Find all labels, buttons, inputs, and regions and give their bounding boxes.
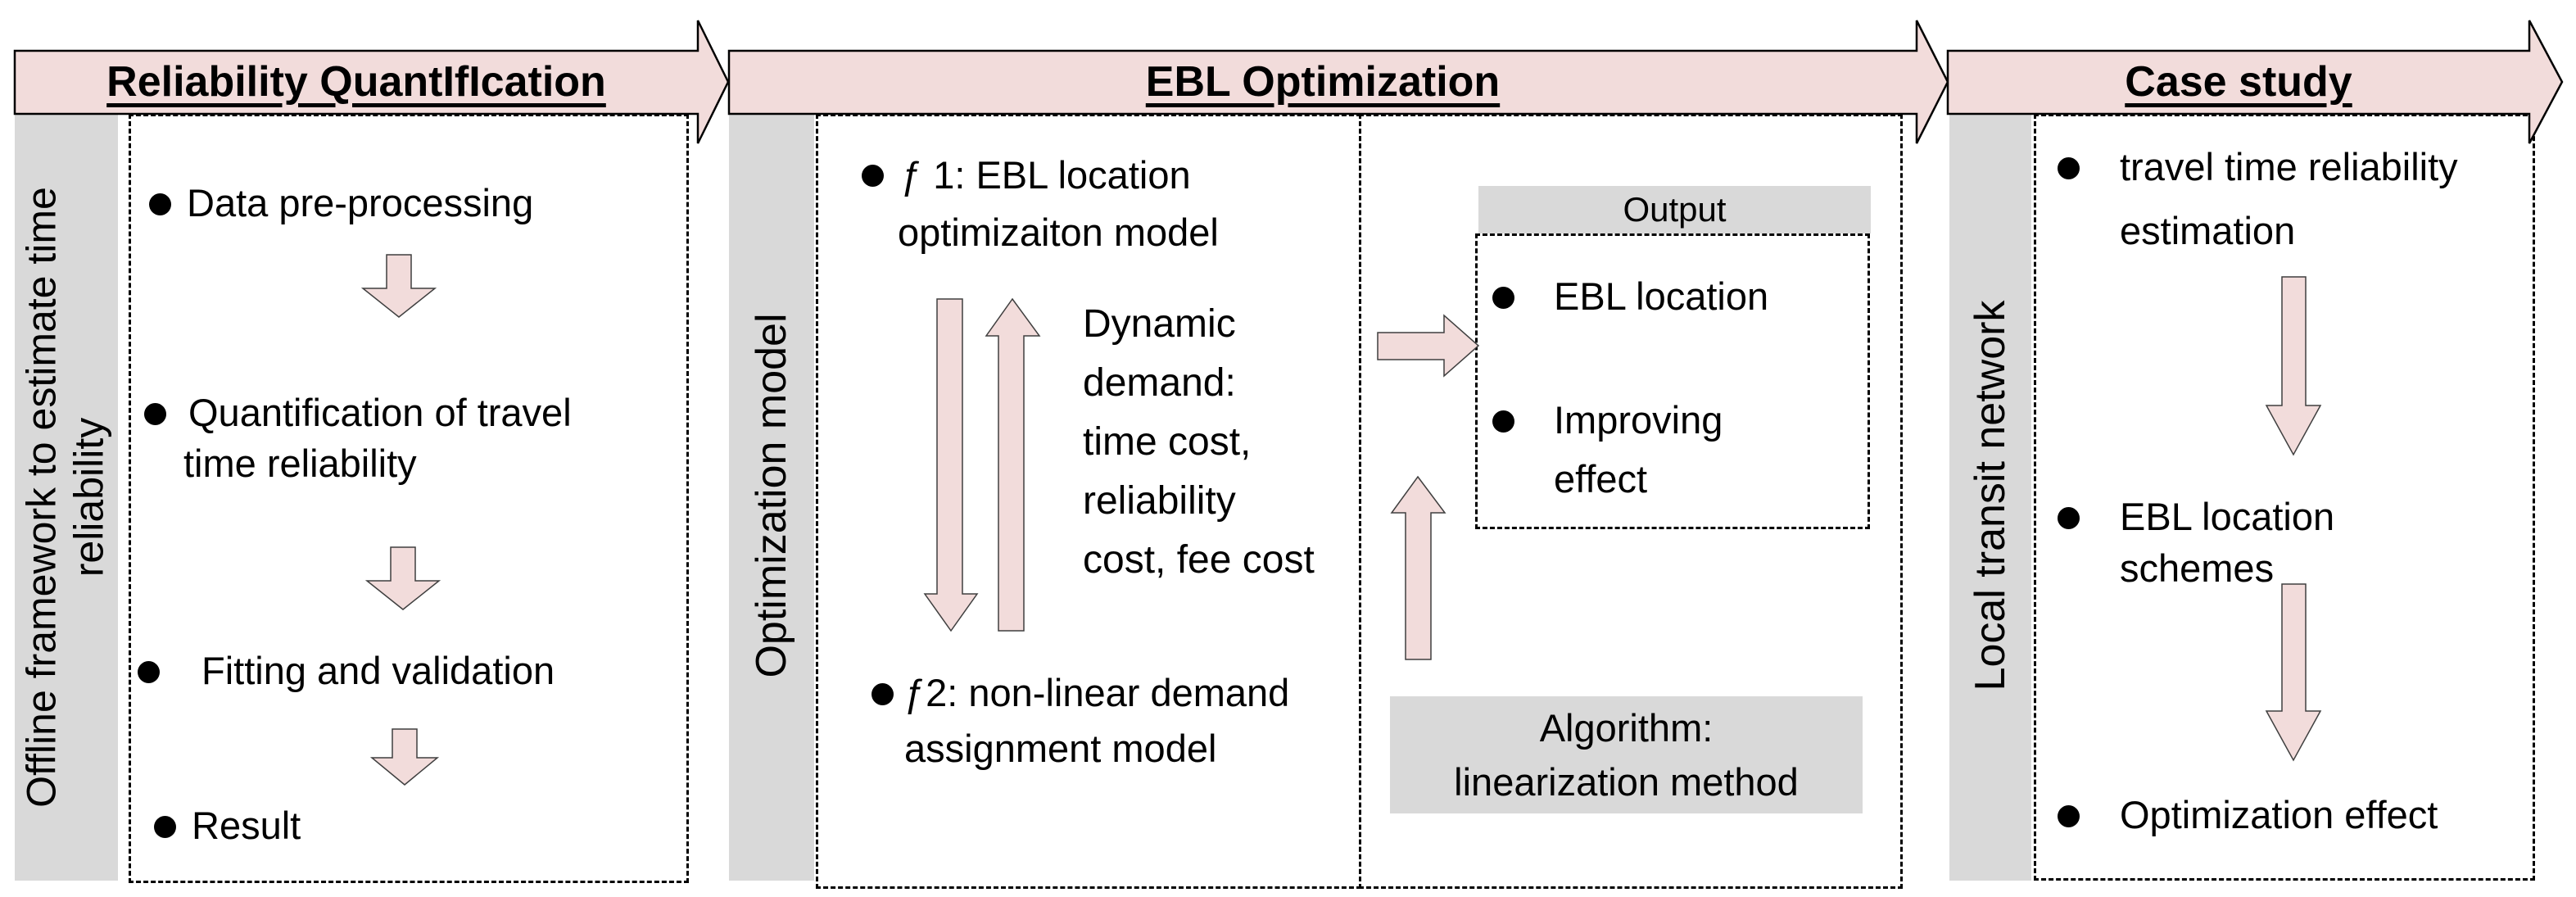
output-header-strip: Output xyxy=(1478,186,1871,233)
reliability-box xyxy=(129,114,689,883)
list-item: EBL location xyxy=(1554,274,1769,318)
list-item: Fitting and validation xyxy=(201,649,555,692)
list-item: travel time reliability xyxy=(2120,145,2458,188)
list-item: Improving xyxy=(1554,398,1723,442)
bullet-dot xyxy=(138,661,160,683)
bullet-dot xyxy=(1492,410,1514,433)
bullet-dot xyxy=(154,816,176,838)
header-arrow-case-study xyxy=(1946,20,2564,144)
sidebar-right-bar xyxy=(1949,114,2031,881)
output-title: Output xyxy=(1623,190,1727,229)
note-line: demand: xyxy=(1083,361,1236,405)
down-arrow-icon xyxy=(2265,583,2322,762)
bullet-dot xyxy=(144,403,166,425)
list-item: ƒ 1: EBL location xyxy=(901,153,1191,197)
list-item-continuation: assignment model xyxy=(904,727,1217,770)
bullet-dot xyxy=(862,165,884,187)
list-item-continuation: optimizaiton model xyxy=(898,211,1219,254)
sidebar-label-line: Optimization model xyxy=(748,313,795,678)
algorithm-line2: linearization method xyxy=(1454,760,1799,804)
note-line: time cost, xyxy=(1083,420,1252,464)
note-line: cost, fee cost xyxy=(1083,538,1315,582)
list-item: Result xyxy=(192,804,301,847)
header-arrow-reliability xyxy=(13,20,730,144)
note-line: reliability xyxy=(1083,479,1236,523)
down-arrow-icon xyxy=(923,298,979,632)
bullet-dot xyxy=(871,683,894,705)
list-item: ƒ2: non-linear demand xyxy=(904,671,1290,714)
section-title-ebl-optimization: EBL Optimization xyxy=(1145,58,1501,106)
sidebar-label-line1: Offline framework to estimate time xyxy=(18,187,65,808)
up-arrow-icon xyxy=(985,297,1041,632)
right-arrow-icon xyxy=(1377,314,1480,378)
list-item: Data pre-processing xyxy=(187,181,534,224)
down-arrow-icon xyxy=(369,728,440,786)
algorithm-line1: Algorithm: xyxy=(1539,706,1714,750)
optimization-right-box xyxy=(1359,114,1903,889)
section-title-case-study: Case study xyxy=(2125,58,2352,106)
list-item-continuation: time reliability xyxy=(183,442,417,485)
case-study-box xyxy=(2034,114,2535,881)
algorithm-box: Algorithm: linearization method xyxy=(1390,696,1863,813)
up-arrow-icon xyxy=(1390,475,1446,660)
bullet-dot xyxy=(2058,507,2080,529)
list-item: Optimization effect xyxy=(2120,793,2438,836)
list-item-continuation: effect xyxy=(1554,457,1648,501)
list-item: Quantification of travel xyxy=(188,391,572,434)
bullet-dot xyxy=(2058,805,2080,827)
header-arrow-ebl-optimization xyxy=(727,20,1949,144)
bullet-dot xyxy=(2058,157,2080,179)
output-box xyxy=(1475,233,1870,529)
bullet-dot xyxy=(1492,287,1514,309)
sidebar-label-line2: reliability xyxy=(66,417,112,578)
down-arrow-icon xyxy=(2265,276,2322,456)
note-line: Dynamic xyxy=(1083,302,1236,346)
bullet-dot xyxy=(149,193,171,215)
sidebar-label-line: Local transit network xyxy=(1967,300,2014,691)
sidebar-label-offline-framework: Offline framework to estimate time relia… xyxy=(18,115,113,881)
sidebar-middle-bar xyxy=(729,114,814,881)
sidebar-label-optimization-model: Optimization model xyxy=(748,115,795,877)
list-item-continuation: estimation xyxy=(2120,209,2296,252)
dynamic-demand-note: Dynamic demand: time cost, reliability c… xyxy=(1083,295,1315,590)
list-item: EBL location xyxy=(2120,495,2335,538)
down-arrow-icon xyxy=(364,546,441,610)
sidebar-label-local-transit-network: Local transit network xyxy=(1967,115,2014,877)
list-item-continuation: schemes xyxy=(2120,546,2275,590)
section-title-reliability: Reliability QuantIfIcation xyxy=(106,58,606,106)
sidebar-left-bar xyxy=(15,114,118,881)
down-arrow-icon xyxy=(360,254,437,318)
